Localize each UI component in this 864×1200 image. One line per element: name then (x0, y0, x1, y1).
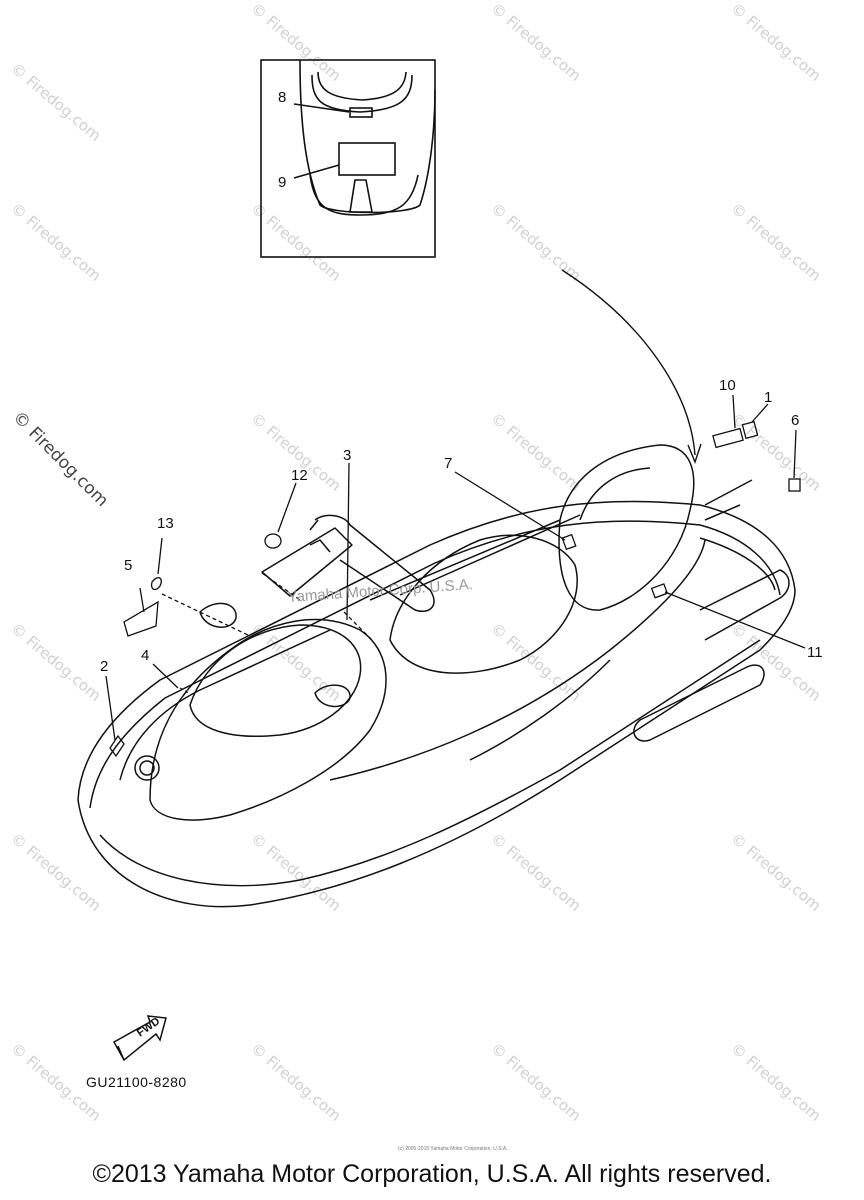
watermark-tile: © Firedog.com (727, 0, 824, 85)
diagram-code: GU21100-8280 (86, 1074, 187, 1090)
decal-12-shape (264, 533, 282, 549)
watercraft-outline (77, 444, 796, 908)
callout-12: 12 (291, 467, 308, 484)
callout-13: 13 (157, 515, 174, 532)
decal-8-shape (349, 107, 373, 118)
callout-9: 9 (278, 174, 286, 191)
watermark-tile: © Firedog.com (247, 199, 344, 284)
watermark-tile: © Firedog.com (247, 1039, 344, 1124)
inset-detail (260, 59, 436, 258)
watermark-tile: © Firedog.com (247, 0, 344, 85)
watermark-tile: © Firedog.com (487, 619, 584, 704)
decal-5-shape (123, 600, 159, 637)
watermark-tile: © Firedog.com (7, 59, 104, 144)
decal-10-shape (712, 427, 744, 449)
watermark-tile: © Firedog.com (487, 199, 584, 284)
watermark-tile: © Firedog.com (487, 409, 584, 494)
copyright-notice: ©2013 Yamaha Motor Corporation, U.S.A. A… (92, 1160, 772, 1188)
decal-markers (105, 394, 806, 758)
watermark-tile: © Firedog.com (727, 829, 824, 914)
decal-2-shape (109, 734, 125, 758)
decal-13-shape (150, 577, 162, 591)
decal-1-shape (741, 420, 759, 440)
inset-frame (260, 59, 436, 258)
small-print: (c) 2005-2015 Yamaha Motor Corporation, … (398, 1146, 508, 1152)
callout-10: 10 (719, 377, 736, 394)
watermark-tile: © Firedog.com (487, 0, 584, 85)
watermark-tile: © Firedog.com (487, 829, 584, 914)
inset-arrow (561, 269, 702, 465)
fwd-arrow: FWD (112, 1015, 167, 1062)
callout-5: 5 (124, 557, 132, 574)
decal-6-shape (788, 478, 801, 492)
watermark-tile: © Firedog.com (727, 409, 824, 494)
callout-6: 6 (791, 412, 799, 429)
watermark-tile: © Firedog.com (727, 199, 824, 284)
callout-2: 2 (100, 658, 108, 675)
inline-watermark: Yamaha Motor Corp. U.S.A. (287, 576, 473, 606)
watermark-tile: © Firedog.com (487, 1039, 584, 1124)
watermark-tile: © Firedog.com (727, 1039, 824, 1124)
callout-3: 3 (343, 447, 351, 464)
decal-9-shape (338, 142, 396, 176)
watermark-tile: © Firedog.com (7, 829, 104, 914)
watermark-tile: © Firedog.com (7, 199, 104, 284)
callout-11: 11 (807, 644, 823, 661)
callout-1: 1 (764, 389, 772, 406)
watermark-tile: © Firedog.com (7, 619, 104, 704)
side-watermark: © Firedog.com (8, 407, 112, 511)
decal-11-shape (650, 583, 669, 599)
decal-7-shape (561, 533, 577, 551)
callout-7: 7 (444, 455, 452, 472)
callout-8: 8 (278, 89, 286, 106)
callout-4: 4 (141, 647, 149, 664)
